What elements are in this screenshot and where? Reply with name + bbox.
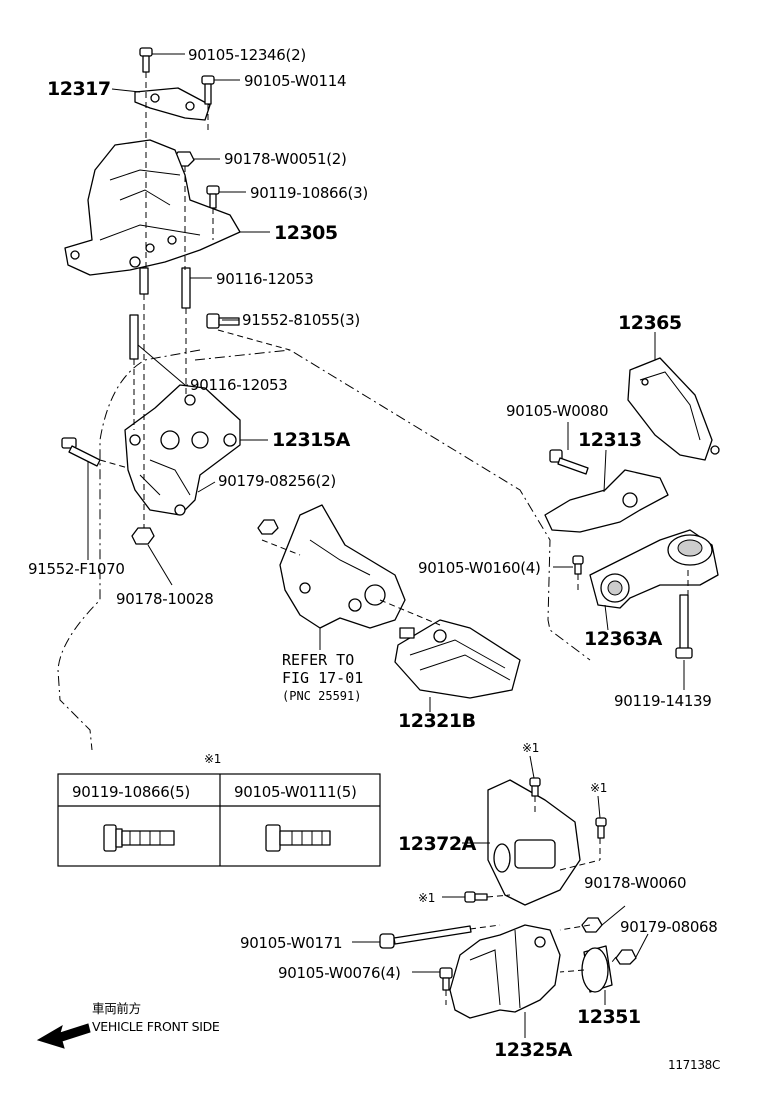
note-mark-2: ※1 (590, 781, 607, 795)
bolt-91552-81055 (206, 313, 240, 329)
hex-bolt-icon (265, 824, 331, 852)
callout-90105-W0080: 90105-W0080 (506, 402, 608, 420)
note-mark-2-leader (597, 795, 601, 819)
bolt-note1-b (595, 817, 607, 839)
callout-12321B: 12321B (398, 710, 476, 732)
cover-12365 (627, 357, 720, 461)
direction-en-label: VEHICLE FRONT SIDE (92, 1019, 220, 1034)
bolt-note1-a (529, 777, 541, 797)
callout-90105-W0076: 90105-W0076(4) (278, 964, 401, 982)
callout-90179-08256: 90179-08256(2) (218, 472, 336, 490)
nut-90178-10028 (131, 527, 155, 545)
nut-90179-08068 (615, 949, 637, 965)
callout-12317: 12317 (47, 78, 111, 100)
stud-90116-12053-a (181, 267, 191, 309)
bracket-12317 (134, 87, 211, 121)
stud-90116-12053-c (129, 314, 139, 360)
bolt-91552-F1070 (61, 437, 101, 467)
bolt-90119-14139 (675, 594, 693, 659)
bushing-12351 (581, 945, 613, 993)
callout-90178-W0060: 90178-W0060 (584, 874, 686, 892)
nut-90178-W0060 (581, 917, 603, 933)
bolt-90105-W0080 (549, 449, 589, 475)
callout-12325A: 12325A (494, 1039, 573, 1061)
callout-12315A: 12315A (272, 429, 351, 451)
callout-90179-08068: 90179-08068 (620, 918, 718, 936)
bracket-12305 (64, 139, 241, 276)
arrow-left-icon (36, 1023, 91, 1049)
note-mark-1-leader (529, 755, 535, 779)
bolt-90105-W0171 (379, 925, 472, 949)
bracket-12321B (394, 619, 521, 699)
bolt-table: ※1 90119-10866(5) 90105-W0111(5) (57, 752, 381, 867)
figure-id: 117138C (668, 1058, 720, 1072)
bolt-table-col1: 90119-10866(5) (72, 783, 190, 801)
refer-line-3: (PNC 25591) (282, 689, 361, 703)
assembly-lines (99, 72, 689, 1005)
transmission-bracket (279, 504, 406, 629)
direction-jp-label: 車両前方 (92, 1001, 141, 1016)
callout-90119-10866-3: 90119-10866(3) (250, 184, 368, 202)
bracket-12313 (544, 469, 669, 533)
callout-90116-12053-a: 90116-12053 (216, 270, 314, 288)
callout-90178-W0051: 90178-W0051(2) (224, 150, 347, 168)
callout-12372A: 12372A (398, 833, 477, 855)
callout-91552-81055: 91552-81055(3) (242, 311, 360, 329)
bolt-90105-W0160 (572, 555, 584, 575)
callout-90116-12053-b: 90116-12053 (190, 376, 288, 394)
callout-91552-F1070: 91552-F1070 (28, 560, 125, 578)
nut-90179-08256 (257, 519, 279, 535)
torque-rod-12363A (589, 529, 719, 609)
callout-90105-W0160: 90105-W0160(4) (418, 559, 541, 577)
callout-12365: 12365 (618, 312, 682, 334)
note-mark-1: ※1 (522, 741, 539, 755)
bolt-90119-10866 (206, 185, 220, 209)
leader-lines (87, 53, 685, 1038)
callout-12305: 12305 (274, 222, 338, 244)
flange-bolt-icon (103, 824, 175, 852)
callout-90178-10028: 90178-10028 (116, 590, 214, 608)
callout-90105-W0171: 90105-W0171 (240, 934, 342, 952)
callout-12363A: 12363A (584, 628, 663, 650)
bolt-90105-12346 (139, 47, 153, 73)
bolt-90105-W0114 (201, 75, 215, 105)
bolt-table-mark: ※1 (204, 752, 221, 766)
refer-line-1: REFER TO (282, 651, 354, 669)
bolt-table-col2: 90105-W0111(5) (234, 783, 357, 801)
callout-12351: 12351 (577, 1006, 641, 1028)
callout-90105-12346: 90105-12346(2) (188, 46, 306, 64)
bolt-90105-W0076 (439, 967, 453, 991)
bolt-note1-c (464, 891, 488, 903)
callout-90119-14139: 90119-14139 (614, 692, 712, 710)
stud-90116-12053-b (139, 267, 149, 295)
bracket-12315A (124, 384, 241, 516)
callout-12313: 12313 (578, 429, 642, 451)
bracket-12372A (487, 779, 581, 906)
note-mark-3: ※1 (418, 891, 435, 905)
refer-line-2: FIG 17-01 (282, 669, 363, 687)
engine-outline (57, 349, 201, 751)
vehicle-front-indicator: 車両前方 VEHICLE FRONT SIDE (36, 1001, 220, 1049)
callout-90105-W0114: 90105-W0114 (244, 72, 346, 90)
bracket-12325A (449, 924, 561, 1019)
